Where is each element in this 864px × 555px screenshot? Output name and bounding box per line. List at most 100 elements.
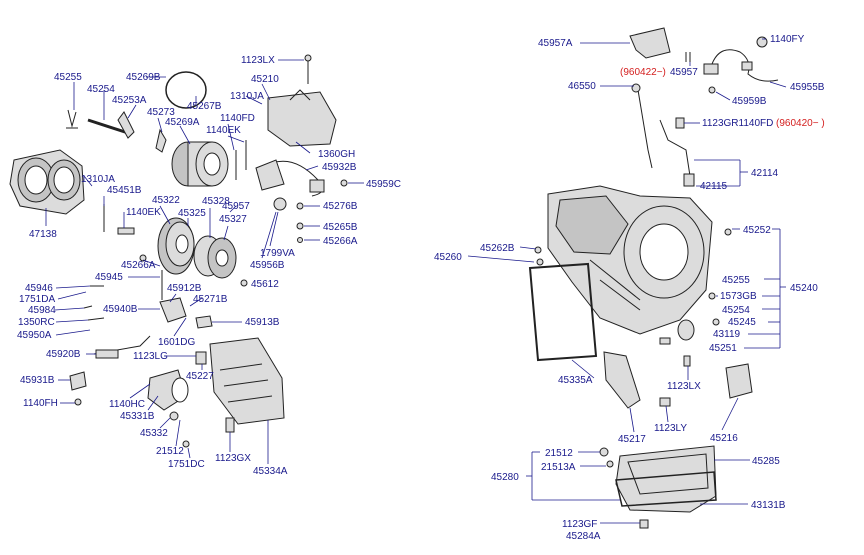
bolt-1140ek bbox=[117, 227, 135, 235]
cover-45331b bbox=[147, 369, 189, 411]
part-label-l1123lx_a: 1123LX bbox=[241, 55, 275, 66]
part-label-l45957a: 45957 bbox=[222, 201, 250, 212]
part-label-l1140hc: 1140HC bbox=[109, 399, 145, 410]
part-label-l45451b: 45451B bbox=[107, 185, 142, 196]
part-label-l960422: (960422−) bbox=[620, 67, 666, 78]
part-label-l45216: 45216 bbox=[710, 433, 738, 444]
part-label-l45265b: 45265B bbox=[323, 222, 358, 233]
bracket-45957a bbox=[629, 27, 671, 59]
part-label-l21513a: 21513A bbox=[541, 462, 576, 473]
shield-45210 bbox=[267, 91, 337, 147]
part-label-l45253a: 45253A bbox=[112, 95, 147, 106]
part-label-l43119: 43119 bbox=[713, 329, 741, 340]
part-label-l1751da: 1751DA bbox=[19, 294, 56, 305]
part-label-l45959b: 45959B bbox=[732, 96, 767, 107]
part-label-l45612: 45612 bbox=[251, 279, 279, 290]
part-label-l45266a_a: 45266A bbox=[323, 236, 358, 247]
part-label-l45266a_b: 45266A bbox=[121, 260, 156, 271]
part-label-l1573gb: 1573GB bbox=[720, 291, 757, 302]
part-label-l1140fd: 1140FD bbox=[220, 113, 255, 124]
part-label-l45240: 45240 bbox=[790, 283, 818, 294]
pump-45322 bbox=[157, 217, 195, 275]
pin-45251 bbox=[659, 337, 671, 345]
part-label-l45946: 45946 bbox=[25, 283, 53, 294]
part-label-l45217: 45217 bbox=[618, 434, 646, 445]
tube-42114 bbox=[659, 119, 691, 177]
part-label-l45322: 45322 bbox=[152, 195, 180, 206]
part-label-l1310ja_a: 1310JA bbox=[230, 91, 264, 102]
part-label-l45245: 45245 bbox=[728, 317, 756, 328]
part-label-l1799va: 1799VA bbox=[260, 248, 295, 259]
part-label-l45957b: 45957 bbox=[670, 67, 698, 78]
housing-47138 bbox=[9, 149, 85, 215]
part-label-l45252: 45252 bbox=[743, 225, 771, 236]
ring-45269b bbox=[165, 71, 207, 109]
seal-42115 bbox=[683, 173, 695, 187]
dipstick-46550 bbox=[637, 89, 653, 169]
part-label-l45932b: 45932B bbox=[322, 162, 357, 173]
part-label-l47138: 47138 bbox=[29, 229, 57, 240]
part-label-l43131b: 43131B bbox=[751, 500, 786, 511]
lever-45253a bbox=[117, 111, 135, 139]
part-label-l45276b: 45276B bbox=[323, 201, 358, 212]
part-label-l45931b: 45931B bbox=[20, 375, 55, 386]
part-label-l45327: 45327 bbox=[219, 214, 247, 225]
part-label-l45334a: 45334A bbox=[253, 466, 288, 477]
part-label-l45255a: 45255 bbox=[54, 72, 82, 83]
part-label-l1140ek_b: 1140EK bbox=[126, 207, 161, 218]
part-label-l45325: 45325 bbox=[178, 208, 206, 219]
bolt-1123gf bbox=[639, 519, 649, 529]
part-label-l1751dc: 1751DC bbox=[168, 459, 205, 470]
part-label-l46550: 46550 bbox=[568, 81, 596, 92]
part-label-l45913b: 45913B bbox=[245, 317, 280, 328]
bolt-1123ly bbox=[659, 397, 671, 407]
part-label-l45331b: 45331B bbox=[120, 411, 155, 422]
bracket-45217 bbox=[603, 351, 641, 409]
part-label-l1360gh: 1360GH bbox=[318, 149, 356, 160]
part-label-l45335a: 45335A bbox=[558, 375, 593, 386]
part-label-l45285: 45285 bbox=[752, 456, 780, 467]
part-label-l45227: 45227 bbox=[186, 371, 214, 382]
part-label-l45251: 45251 bbox=[709, 343, 737, 354]
part-label-l45254a: 45254 bbox=[87, 84, 115, 95]
part-label-l45269a: 45269A bbox=[165, 117, 200, 128]
spring-clip-45255 bbox=[66, 109, 78, 129]
part-label-l960420: (960420− ) bbox=[776, 118, 825, 129]
part-label-l45267b: 45267B bbox=[187, 101, 222, 112]
part-label-l1140fh: 1140FH bbox=[23, 398, 58, 409]
part-label-l45955b: 45955B bbox=[790, 82, 825, 93]
part-label-l1123gx: 1123GX bbox=[215, 453, 251, 464]
transaxle-case-45240 bbox=[547, 185, 713, 335]
part-label-l21512b: 21512 bbox=[545, 448, 573, 459]
seal-45913b bbox=[195, 315, 213, 329]
part-label-l45255b: 45255 bbox=[722, 275, 750, 286]
part-label-l42115: 42115 bbox=[700, 181, 728, 192]
part-label-l1123lx_b: 1123LX bbox=[667, 381, 701, 392]
part-label-l45940b: 45940B bbox=[103, 304, 138, 315]
part-label-l45210: 45210 bbox=[251, 74, 279, 85]
part-label-l45273: 45273 bbox=[147, 107, 175, 118]
part-label-l1140ek_a: 1140EK bbox=[206, 125, 241, 136]
plate-45334a bbox=[209, 337, 285, 425]
part-label-l45332: 45332 bbox=[140, 428, 168, 439]
part-label-l45957a_top: 45957A bbox=[538, 38, 573, 49]
bracket-45273 bbox=[155, 128, 167, 153]
seal-43119 bbox=[677, 319, 695, 341]
oring-45612 bbox=[240, 279, 248, 287]
harness-45955b bbox=[703, 36, 779, 94]
part-label-l1123gr: 1123GR1140FD bbox=[702, 118, 774, 129]
gear-set-45328 bbox=[193, 235, 237, 279]
part-label-l45959c: 45959C bbox=[366, 179, 402, 190]
part-label-l1123gf: 1123GF bbox=[562, 519, 598, 530]
part-label-l1601dg: 1601DG bbox=[158, 337, 196, 348]
lever-45940b bbox=[159, 297, 187, 323]
part-label-l45912b: 45912B bbox=[167, 283, 202, 294]
part-label-l45280: 45280 bbox=[491, 472, 519, 483]
part-label-l42114: 42114 bbox=[751, 168, 779, 179]
part-label-l1123ly: 1123LY bbox=[654, 423, 687, 434]
part-label-l1123lg: 1123LG bbox=[133, 351, 168, 362]
part-label-l21512a: 21512 bbox=[156, 446, 184, 457]
plug-45959c bbox=[340, 179, 348, 187]
